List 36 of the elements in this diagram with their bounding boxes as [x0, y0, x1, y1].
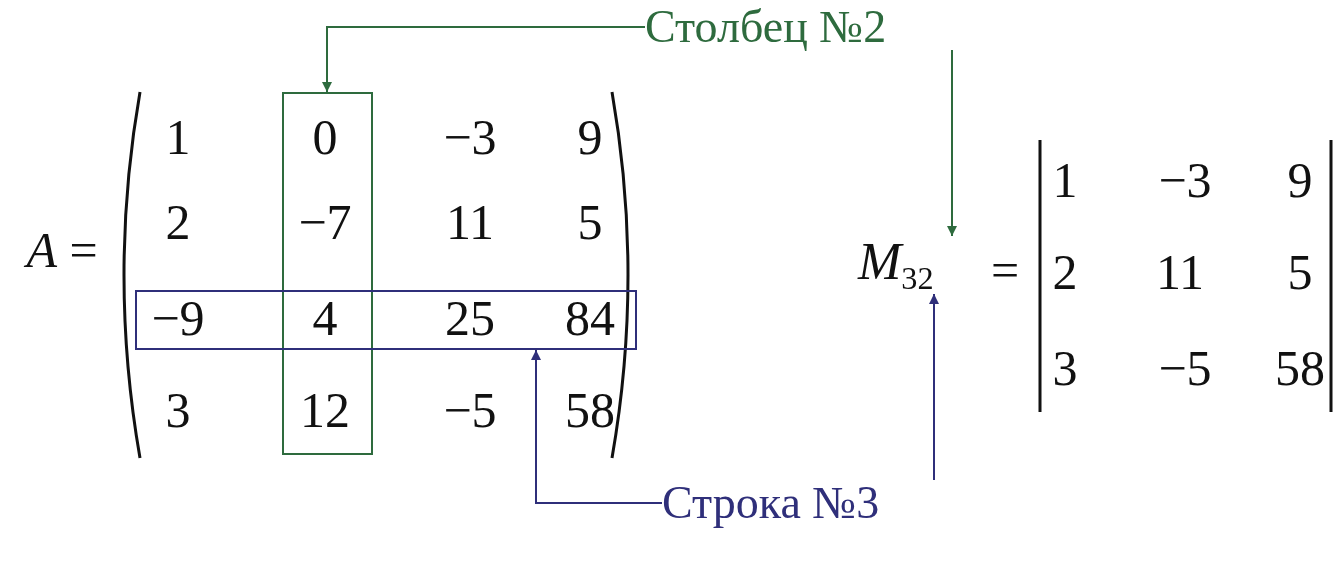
matrix-entry: −5 [443, 385, 497, 435]
leader-arrow [929, 292, 939, 481]
matrix-entry: −9 [151, 293, 205, 343]
matrix-entry: −5 [1158, 343, 1212, 393]
matrix-entry: 84 [565, 293, 615, 343]
matrix-entry: 25 [445, 293, 495, 343]
matrix-entry: 2 [1052, 247, 1078, 297]
row-highlight-box [135, 290, 637, 350]
matrix-entry: −3 [443, 112, 497, 162]
callout-label: Строка №3 [662, 480, 880, 526]
matrix-entry: 1 [165, 112, 191, 162]
matrix-entry: 11 [1155, 247, 1205, 297]
matrix-entry: 0 [312, 112, 338, 162]
column-highlight-box [282, 92, 373, 455]
matrix-entry: 11 [445, 197, 495, 247]
matrix-entry: 58 [1275, 343, 1325, 393]
minor-symbol: M$_{32}$ [858, 236, 934, 294]
matrix-entry: 58 [565, 385, 615, 435]
matrix-entry: 4 [312, 293, 338, 343]
matrix-entry: −3 [1158, 155, 1212, 205]
leader-arrow [947, 49, 957, 237]
matrix-entry: 5 [577, 197, 603, 247]
matrix-entry: 3 [1052, 343, 1078, 393]
matrix-entry: 1 [1052, 155, 1078, 205]
matrix-entry: 3 [165, 385, 191, 435]
matrix-entry: 12 [300, 385, 350, 435]
leader-arrow [322, 26, 646, 93]
matrix-entry: 9 [577, 112, 603, 162]
matrix-entry: 9 [1287, 155, 1313, 205]
equation-lhs: A = [26, 225, 98, 275]
leader-arrow [531, 349, 663, 504]
matrix-entry: 2 [165, 197, 191, 247]
callout-label: Столбец №2 [645, 4, 887, 50]
equals-sign: = [990, 245, 1020, 295]
matrix-entry: −7 [298, 197, 352, 247]
matrix-entry: 5 [1287, 247, 1313, 297]
